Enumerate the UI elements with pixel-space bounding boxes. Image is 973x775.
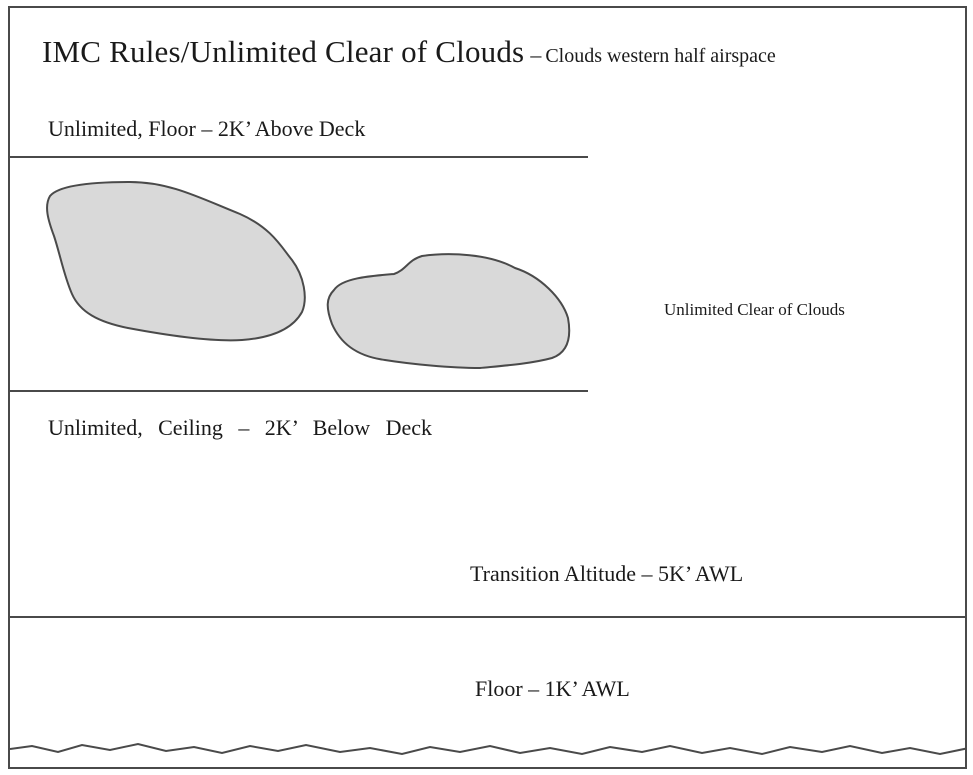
title-subtitle: Clouds western half airspace xyxy=(545,45,776,67)
ceiling-label: Unlimited, Ceiling – 2K’ Below Deck xyxy=(48,415,432,440)
upper-floor-label: Unlimited, Floor – 2K’ Above Deck xyxy=(48,116,366,141)
floor-label: Floor – 1K’ AWL xyxy=(475,676,630,701)
diagram-shapes xyxy=(10,180,965,756)
title-dash: – xyxy=(530,42,542,67)
ground-line xyxy=(10,742,965,756)
title-main: IMC Rules/Unlimited Clear of Clouds xyxy=(42,34,525,69)
upper-floor-line xyxy=(10,156,588,158)
transition-altitude-line xyxy=(10,616,965,618)
cloud-right xyxy=(326,253,571,370)
transition-altitude-label: Transition Altitude – 5K’ AWL xyxy=(470,561,744,586)
clear-of-clouds-label: Unlimited Clear of Clouds xyxy=(664,300,845,319)
diagram-frame: IMC Rules/Unlimited Clear of Clouds–Clou… xyxy=(8,6,967,769)
diagram-title: IMC Rules/Unlimited Clear of Clouds–Clou… xyxy=(42,34,776,70)
ceiling-line xyxy=(10,390,588,392)
cloud-left xyxy=(46,180,306,342)
